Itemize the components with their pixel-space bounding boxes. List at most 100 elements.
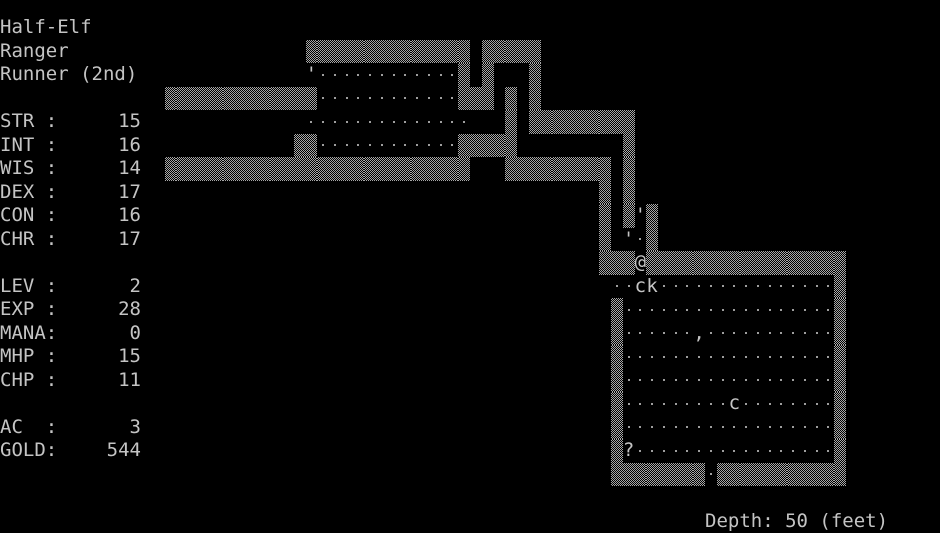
floor-tile bbox=[705, 439, 717, 463]
wall-tile bbox=[611, 463, 623, 487]
stat-value: 28 bbox=[0, 298, 141, 322]
wall-tile bbox=[494, 40, 506, 64]
wall-tile bbox=[623, 463, 635, 487]
character-race: Half-Elf bbox=[0, 16, 92, 40]
floor-tile bbox=[635, 322, 647, 346]
floor-tile bbox=[353, 134, 365, 158]
floor-tile bbox=[623, 345, 635, 369]
wall-tile bbox=[588, 110, 600, 134]
floor-tile bbox=[658, 275, 670, 299]
wall-tile bbox=[223, 157, 235, 181]
floor-tile bbox=[341, 134, 353, 158]
floor-tile bbox=[411, 87, 423, 111]
floor-tile bbox=[740, 439, 752, 463]
floor-tile bbox=[705, 322, 717, 346]
floor-tile bbox=[693, 345, 705, 369]
wall-tile bbox=[623, 251, 635, 275]
floor-tile bbox=[411, 63, 423, 87]
canine-monster-icon: c bbox=[729, 392, 741, 416]
floor-tile bbox=[623, 392, 635, 416]
floor-tile bbox=[388, 87, 400, 111]
floor-tile bbox=[329, 110, 341, 134]
floor-tile bbox=[693, 392, 705, 416]
floor-tile bbox=[658, 392, 670, 416]
floor-tile bbox=[317, 134, 329, 158]
floor-tile bbox=[635, 369, 647, 393]
wall-tile bbox=[611, 392, 623, 416]
floor-tile bbox=[811, 322, 823, 346]
stat-value: 16 bbox=[0, 134, 141, 158]
wall-tile bbox=[682, 463, 694, 487]
floor-tile bbox=[705, 345, 717, 369]
stat-value: 0 bbox=[0, 322, 141, 346]
floor-tile bbox=[787, 298, 799, 322]
floor-tile bbox=[776, 439, 788, 463]
wall-tile bbox=[494, 134, 506, 158]
wall-tile bbox=[599, 157, 611, 181]
floor-tile bbox=[740, 298, 752, 322]
floor-tile bbox=[658, 298, 670, 322]
floor-tile bbox=[776, 369, 788, 393]
wall-tile bbox=[482, 134, 494, 158]
depth-indicator: Depth: 50 (feet) bbox=[705, 510, 888, 533]
floor-tile bbox=[740, 345, 752, 369]
floor-tile bbox=[611, 275, 623, 299]
wall-tile bbox=[588, 157, 600, 181]
floor-tile bbox=[341, 110, 353, 134]
floor-tile bbox=[364, 134, 376, 158]
wall-tile bbox=[611, 298, 623, 322]
wall-tile bbox=[834, 463, 846, 487]
floor-tile bbox=[729, 322, 741, 346]
floor-tile bbox=[329, 87, 341, 111]
stat-value: 15 bbox=[0, 110, 141, 134]
floor-tile bbox=[705, 298, 717, 322]
floor-tile bbox=[635, 392, 647, 416]
wall-tile bbox=[611, 110, 623, 134]
floor-tile bbox=[764, 322, 776, 346]
wall-tile bbox=[682, 251, 694, 275]
floor-tile bbox=[353, 87, 365, 111]
wall-tile bbox=[834, 275, 846, 299]
floor-tile bbox=[306, 110, 318, 134]
floor-tile bbox=[341, 63, 353, 87]
floor-tile bbox=[658, 345, 670, 369]
wall-tile bbox=[611, 322, 623, 346]
wall-tile bbox=[423, 40, 435, 64]
floor-tile bbox=[682, 392, 694, 416]
wall-tile bbox=[776, 251, 788, 275]
wall-tile bbox=[740, 251, 752, 275]
wall-tile bbox=[259, 87, 271, 111]
wall-tile bbox=[458, 40, 470, 64]
wall-tile bbox=[317, 157, 329, 181]
floor-tile bbox=[400, 87, 412, 111]
floor-tile bbox=[411, 110, 423, 134]
wall-tile bbox=[705, 251, 717, 275]
floor-tile bbox=[693, 275, 705, 299]
wall-tile bbox=[294, 87, 306, 111]
floor-tile bbox=[729, 439, 741, 463]
wall-tile bbox=[646, 463, 658, 487]
floor-tile bbox=[705, 275, 717, 299]
wall-tile bbox=[306, 157, 318, 181]
floor-tile bbox=[423, 87, 435, 111]
wall-tile bbox=[482, 63, 494, 87]
wall-tile bbox=[447, 157, 459, 181]
wall-tile bbox=[400, 40, 412, 64]
floor-tile bbox=[717, 392, 729, 416]
floor-tile bbox=[717, 345, 729, 369]
wall-tile bbox=[353, 40, 365, 64]
wall-tile bbox=[693, 463, 705, 487]
floor-tile bbox=[435, 87, 447, 111]
wall-tile bbox=[212, 157, 224, 181]
floor-tile bbox=[752, 439, 764, 463]
wall-tile bbox=[811, 463, 823, 487]
floor-tile bbox=[400, 134, 412, 158]
wall-tile bbox=[505, 134, 517, 158]
floor-tile bbox=[823, 369, 835, 393]
floor-tile bbox=[623, 416, 635, 440]
floor-tile bbox=[635, 416, 647, 440]
wall-tile bbox=[811, 251, 823, 275]
floor-tile bbox=[776, 298, 788, 322]
stat-value: 3 bbox=[0, 416, 141, 440]
wall-tile bbox=[458, 63, 470, 87]
